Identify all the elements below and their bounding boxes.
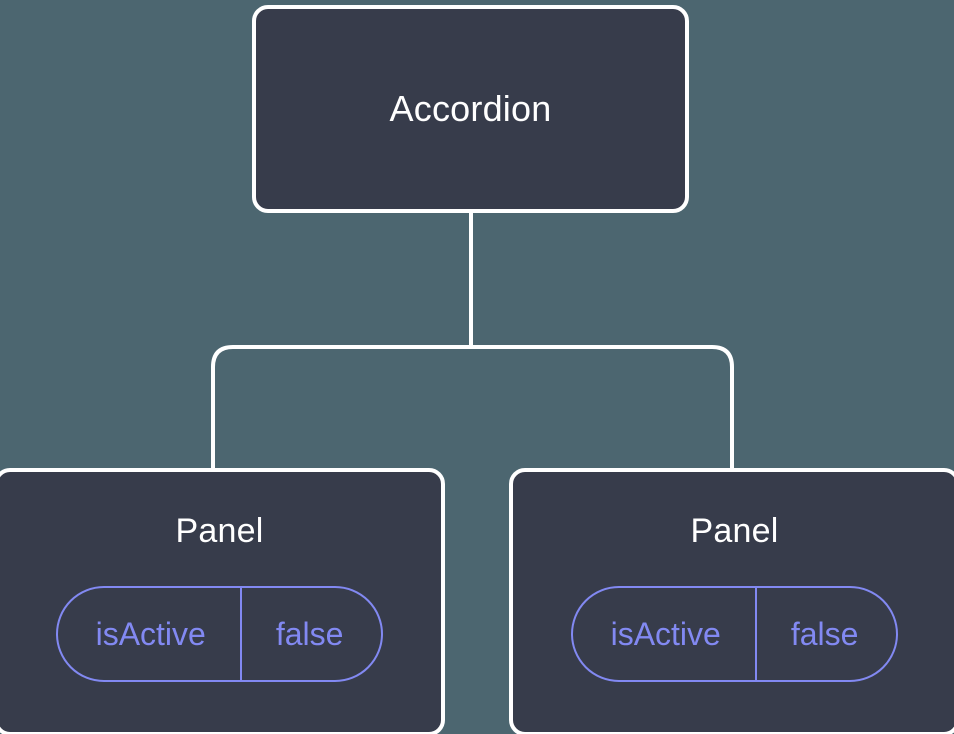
prop-value-isactive: false: [754, 588, 897, 680]
node-accordion-label: Accordion: [389, 88, 552, 129]
node-panel-left-props: isActive false: [55, 586, 384, 682]
node-panel-right[interactable]: Panel isActive false: [509, 468, 954, 734]
node-panel-right-props: isActive false: [570, 586, 899, 682]
prop-value-isactive: false: [239, 588, 382, 680]
prop-key-isactive: isActive: [95, 616, 206, 652]
node-panel-left[interactable]: Panel isActive false: [0, 468, 445, 734]
node-panel-left-label: Panel: [175, 512, 264, 550]
node-panel-right-label: Panel: [690, 512, 779, 550]
prop-pill-isactive[interactable]: isActive false: [570, 586, 899, 682]
connector-child-bus: [211, 345, 734, 470]
prop-pill-isactive[interactable]: isActive false: [55, 586, 384, 682]
prop-key-isactive: isActive: [610, 616, 721, 652]
node-accordion[interactable]: Accordion: [252, 5, 689, 213]
